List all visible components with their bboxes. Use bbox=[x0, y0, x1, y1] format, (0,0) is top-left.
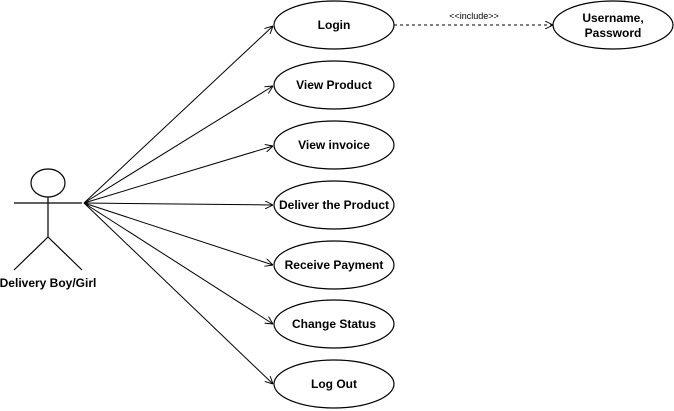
use-case-view-invoice: View invoice bbox=[273, 120, 395, 170]
association-deliver-product bbox=[83, 203, 273, 205]
use-case-label: Login bbox=[318, 18, 351, 32]
association-change-status bbox=[83, 202, 273, 324]
actor-head bbox=[30, 168, 66, 198]
use-case-deliver-product: Deliver the Product bbox=[273, 180, 395, 230]
use-case-label: Change Status bbox=[292, 317, 376, 331]
actor-label: Delivery Boy/Girl bbox=[0, 276, 96, 290]
use-case-username-password: Username, Password bbox=[552, 0, 674, 50]
actor-left-leg bbox=[13, 236, 49, 271]
use-case-login: Login bbox=[273, 0, 395, 50]
use-case-change-status: Change Status bbox=[273, 299, 395, 349]
use-case-label: Deliver the Product bbox=[279, 198, 389, 212]
actor-right-leg bbox=[47, 236, 83, 271]
include-label: <<include>> bbox=[449, 11, 499, 21]
association-view-invoice bbox=[83, 146, 273, 204]
use-case-label: Log Out bbox=[311, 377, 357, 391]
use-case-label: Receive Payment bbox=[285, 258, 384, 272]
association-log-out bbox=[83, 202, 273, 384]
association-view-product bbox=[83, 86, 273, 204]
use-case-label-line2: Password bbox=[585, 26, 642, 40]
use-case-label: View invoice bbox=[298, 138, 370, 152]
use-case-view-product: View Product bbox=[273, 60, 395, 110]
use-case-receive-payment: Receive Payment bbox=[273, 240, 395, 290]
association-receive-payment bbox=[83, 202, 273, 265]
use-case-log-out: Log Out bbox=[273, 359, 395, 409]
use-case-label: View Product bbox=[296, 78, 372, 92]
actor: Delivery Boy/Girl bbox=[0, 168, 96, 290]
use-case-label-line1: Username, bbox=[582, 11, 643, 25]
association-login bbox=[83, 26, 273, 204]
